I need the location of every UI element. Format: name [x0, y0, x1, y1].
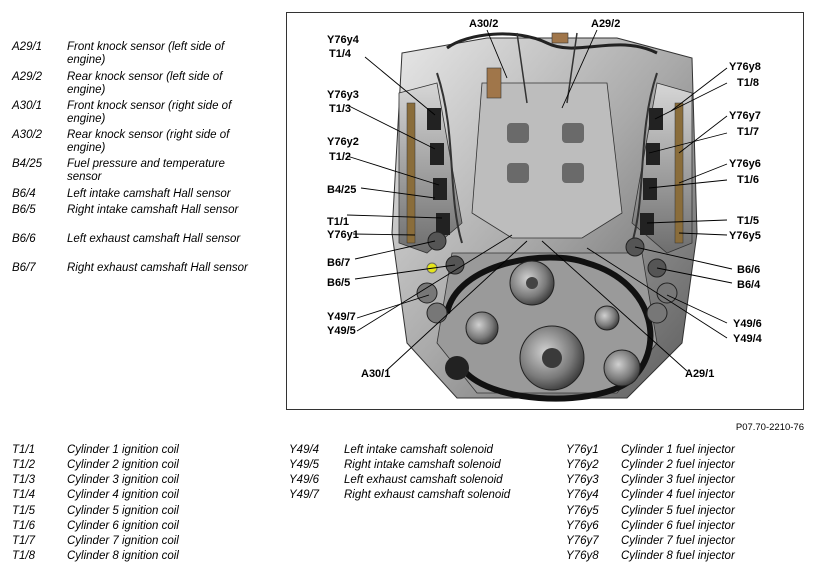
- callout-a30-2: A30/2: [469, 18, 498, 30]
- callout-a29-1: A29/1: [685, 368, 714, 380]
- callout-t1-6: T1/6: [737, 174, 759, 186]
- callout-b6-4: B6/4: [737, 279, 761, 291]
- legend-code: Y49/7: [289, 489, 320, 501]
- legend-desc: Cylinder 3 ignition coil: [67, 474, 179, 486]
- legend-desc: Cylinder 2 fuel injector: [621, 459, 735, 471]
- legend-desc: Left exhaust camshaft Hall sensor: [67, 233, 241, 245]
- legend-code: A29/1: [12, 41, 43, 53]
- callout-t1-2: T1/2: [329, 151, 351, 163]
- legend-code: Y49/6: [289, 474, 320, 486]
- legend-code: Y76y1: [566, 444, 599, 456]
- callout-b6-5: B6/5: [327, 277, 350, 289]
- callout-a29-2: A29/2: [591, 18, 620, 30]
- legend-desc: Cylinder 7 fuel injector: [621, 535, 735, 547]
- legend-code: B6/6: [12, 233, 36, 245]
- callout-y76y5: Y76y5: [729, 230, 761, 242]
- legend-code: A29/2: [12, 71, 43, 83]
- legend-code: Y76y6: [566, 520, 599, 532]
- legend-desc: Cylinder 1 ignition coil: [67, 444, 179, 456]
- legend-desc: Cylinder 4 fuel injector: [621, 489, 735, 501]
- legend-code: Y76y8: [566, 550, 599, 562]
- legend-desc: Left intake camshaft Hall sensor: [67, 188, 231, 200]
- callout-y49-7: Y49/7: [327, 311, 356, 323]
- legend-desc: Cylinder 8 ignition coil: [67, 550, 179, 562]
- legend-code: T1/3: [12, 474, 36, 486]
- legend-desc: Rear knock sensor (left side of engine): [67, 71, 223, 96]
- callout-t1-5: T1/5: [737, 215, 759, 227]
- callout-t1-1: T1/1: [327, 216, 349, 228]
- legend-code: Y76y7: [566, 535, 599, 547]
- callout-y49-5: Y49/5: [327, 325, 356, 337]
- engine-block: [391, 32, 698, 402]
- legend-desc: Left exhaust camshaft solenoid: [344, 474, 503, 486]
- callout-y76y2: Y76y2: [327, 136, 359, 148]
- callout-y76y8: Y76y8: [729, 61, 761, 73]
- callout-b4-25: B4/25: [327, 184, 356, 196]
- legend-desc: Cylinder 5 ignition coil: [67, 505, 179, 517]
- callout-b6-6: B6/6: [737, 264, 760, 276]
- legend-desc: Cylinder 6 ignition coil: [67, 520, 179, 532]
- legend-code: T1/1: [12, 444, 36, 456]
- legend-desc: Cylinder 7 ignition coil: [67, 535, 179, 547]
- legend-code: T1/6: [12, 520, 36, 532]
- legend-desc: Rear knock sensor (right side of engine): [67, 129, 230, 154]
- legend-desc: Front knock sensor (left side of engine): [67, 41, 225, 66]
- callout-y76y6: Y76y6: [729, 158, 761, 170]
- legend-desc: Cylinder 6 fuel injector: [621, 520, 735, 532]
- legend-desc: Right exhaust camshaft Hall sensor: [67, 262, 248, 274]
- callout-b6-7: B6/7: [327, 257, 350, 269]
- legend-code: Y49/5: [289, 459, 320, 471]
- legend-desc: Right intake camshaft solenoid: [344, 459, 501, 471]
- callout-y49-6: Y49/6: [733, 318, 762, 330]
- callout-t1-4: T1/4: [329, 48, 352, 60]
- legend-code: T1/4: [12, 489, 36, 501]
- legend-desc: Cylinder 1 fuel injector: [621, 444, 735, 456]
- callout-t1-3: T1/3: [329, 103, 351, 115]
- legend-desc: Cylinder 8 fuel injector: [621, 550, 735, 562]
- legend-desc: Front knock sensor (right side of engine…: [67, 100, 232, 125]
- callout-y76y4: Y76y4: [327, 34, 360, 46]
- legend-code: Y76y4: [566, 489, 599, 501]
- callout-leaders: [346, 29, 733, 372]
- engine-illustration: Y76y4 T1/4 Y76y3 T1/3 Y76y2 T1/2 B4/25 T…: [327, 18, 763, 402]
- legend-desc: Fuel pressure and temperature sensor: [67, 158, 225, 183]
- callout-t1-7: T1/7: [737, 126, 759, 138]
- legend-desc: Cylinder 4 ignition coil: [67, 489, 179, 501]
- callout-y49-4: Y49/4: [733, 333, 763, 345]
- legend-desc: Cylinder 5 fuel injector: [621, 505, 735, 517]
- legend-desc: Right intake camshaft Hall sensor: [67, 204, 239, 216]
- callout-y76y1: Y76y1: [327, 229, 359, 241]
- legend-code: B6/7: [12, 262, 36, 274]
- legend-code: B6/4: [12, 188, 36, 200]
- legend-code: A30/1: [12, 100, 43, 112]
- figure-reference-number: P07.70-2210-76: [735, 422, 804, 433]
- legend-code: Y76y5: [566, 505, 599, 517]
- legend-code: B6/5: [12, 204, 36, 216]
- engine-figure: Y76y4 T1/4 Y76y3 T1/3 Y76y2 T1/2 B4/25 T…: [286, 12, 804, 410]
- legend-code: A30/2: [12, 129, 43, 141]
- legend-code: Y76y3: [566, 474, 599, 486]
- callout-y76y7: Y76y7: [729, 110, 761, 122]
- callout-a30-1: A30/1: [361, 368, 390, 380]
- legend-code: T1/2: [12, 459, 36, 471]
- legend-code: B4/25: [12, 158, 43, 170]
- legend-code: Y76y2: [566, 459, 599, 471]
- legend-code: T1/8: [12, 550, 36, 562]
- legend-code: Y49/4: [289, 444, 320, 456]
- legend-desc: Right exhaust camshaft solenoid: [344, 489, 511, 501]
- legend-desc: Cylinder 2 ignition coil: [67, 459, 179, 471]
- callout-y76y3: Y76y3: [327, 89, 359, 101]
- legend-code: T1/7: [12, 535, 36, 547]
- callout-t1-8: T1/8: [737, 77, 759, 89]
- legend-code: T1/5: [12, 505, 36, 517]
- legend-desc: Cylinder 3 fuel injector: [621, 474, 735, 486]
- callout-labels: Y76y4 T1/4 Y76y3 T1/3 Y76y2 T1/2 B4/25 T…: [327, 18, 763, 380]
- legend-desc: Left intake camshaft solenoid: [344, 444, 493, 456]
